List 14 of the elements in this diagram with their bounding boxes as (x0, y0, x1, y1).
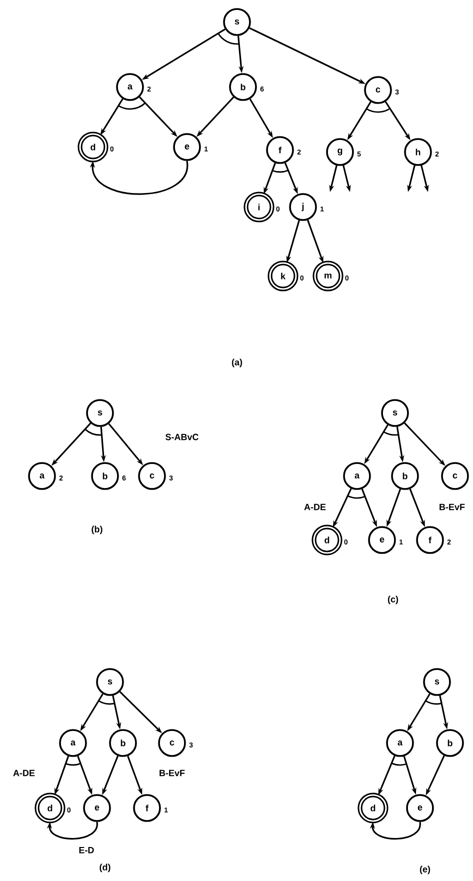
production-rule: A-DE (304, 504, 326, 510)
panel-caption: (c) (388, 596, 398, 604)
production-rule: A-DE (13, 770, 35, 776)
production-rule: B-EvF (440, 504, 465, 510)
panel-caption: (e) (420, 866, 430, 874)
panel-caption: (a) (232, 358, 242, 368)
production-rule: S-ABvC (166, 434, 198, 440)
arrow (90, 160, 188, 195)
panel-caption: (d) (100, 864, 110, 872)
edge-label: E-D (78, 846, 96, 854)
production-rule: B-EvF (160, 770, 185, 776)
panel-caption: (b) (92, 526, 102, 534)
arrow (46, 822, 98, 840)
arrow (370, 822, 421, 840)
